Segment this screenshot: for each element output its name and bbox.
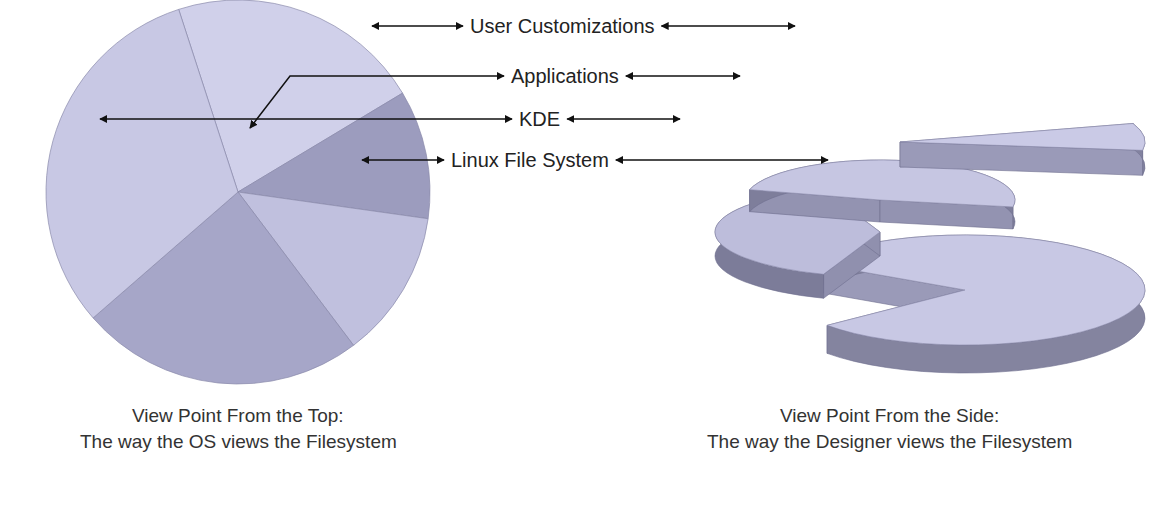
side-face: [750, 160, 1015, 229]
top-face: [900, 123, 1145, 150]
caption-line: View Point From the Side:: [780, 405, 999, 427]
leader-arrow: [372, 25, 463, 27]
leader-arrow: [362, 159, 444, 161]
top-view-pie: [46, 0, 430, 384]
caption-line: The way the OS views the Filesystem: [80, 431, 397, 453]
pie-slice: [46, 9, 238, 318]
leader-arrow: [250, 76, 504, 128]
caption-line: The way the Designer views the Filesyste…: [707, 431, 1072, 453]
layer-label: User Customizations: [470, 15, 655, 38]
caption-line: View Point From the Top:: [132, 405, 344, 427]
leader-arrow: [626, 75, 740, 77]
layer-label: Linux File System: [451, 149, 609, 172]
leader-arrows: [100, 26, 828, 160]
pie-layer: [715, 190, 880, 299]
pie-layer: [900, 123, 1145, 175]
leader-arrow: [616, 159, 828, 161]
leader-arrow: [567, 118, 680, 120]
top-face: [715, 190, 880, 275]
layer-label: KDE: [519, 108, 560, 131]
side-view-exploded-pie: [715, 123, 1145, 373]
layer-label: Applications: [511, 65, 619, 88]
leader-arrow: [662, 25, 795, 27]
pie-layer: [750, 160, 1015, 229]
leader-arrow: [100, 118, 512, 120]
